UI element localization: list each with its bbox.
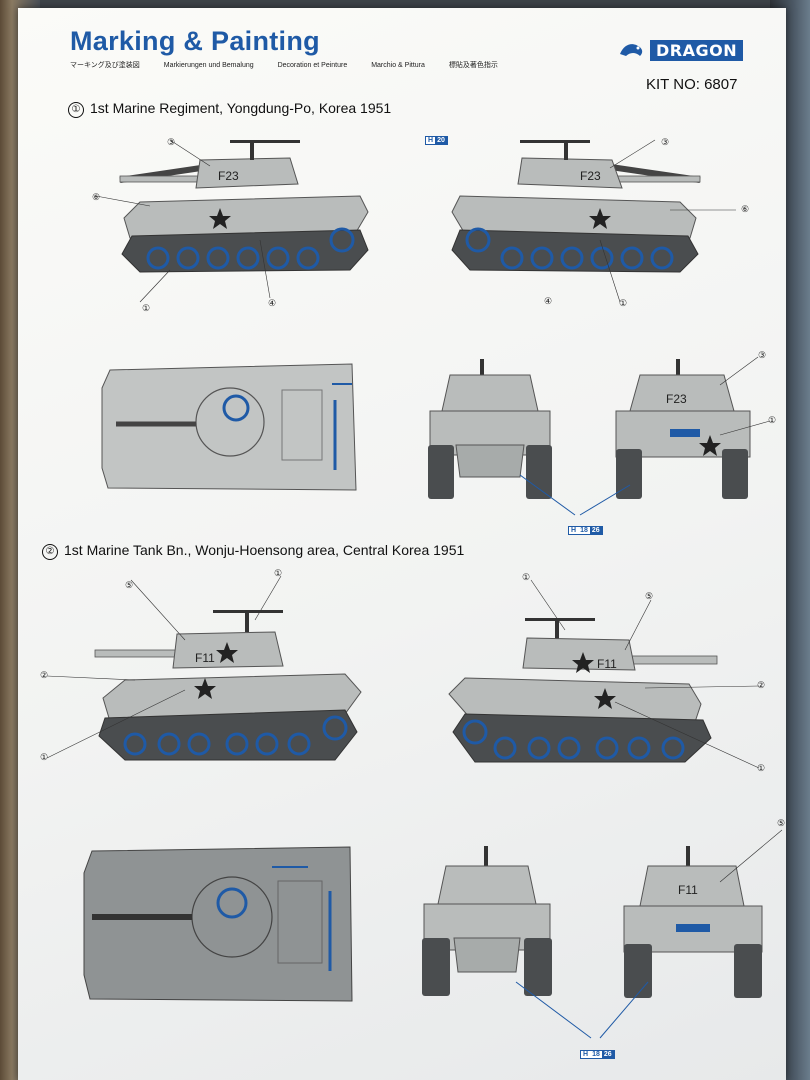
page-title: Marking & Painting <box>70 26 320 56</box>
paint-ref-small-prefix: H <box>426 137 436 144</box>
section-2-number: ② <box>42 544 58 560</box>
section-1-hull-code-rear: F23 <box>666 392 687 406</box>
section-1-top-view <box>101 363 357 491</box>
brand-name: DRAGON <box>650 39 744 61</box>
paint-ref-1-prefix: H <box>569 527 579 534</box>
subtitle-japanese: マーキング及び塗装図 <box>70 62 140 69</box>
paint-ref-small-number: 20 <box>435 137 447 144</box>
callout-4: ④ <box>268 298 277 308</box>
callout-2-right: ② <box>757 680 766 690</box>
language-subtitles: マーキング及び塗装図 Markierungen und Bemalung Dec… <box>70 60 520 70</box>
brand-logo: DRAGON <box>618 38 754 62</box>
callout-4-right: ④ <box>544 296 553 306</box>
paint-ref-small: H 20 <box>425 136 448 145</box>
section-2-text: 1st Marine Tank Bn., Wonju-Hoensong area… <box>64 542 465 558</box>
section-1-left-side-view: F23 <box>95 139 369 303</box>
callout-1-right: ① <box>619 298 628 308</box>
section-2-left-side-view: F11 <box>46 575 362 761</box>
section-1-hull-code-left: F23 <box>218 169 239 183</box>
section-1-text: 1st Marine Regiment, Yongdung-Po, Korea … <box>90 100 392 116</box>
section-2-title: ② 1st Marine Tank Bn., Wonju-Hoensong are… <box>42 542 464 560</box>
section-1-front-view <box>428 359 576 516</box>
section-1-title: ① 1st Marine Regiment, Yongdung-Po, Korea… <box>68 100 391 118</box>
section-1-hull-code-right: F23 <box>580 169 601 183</box>
paint-ref-2: H 18 26 <box>580 1050 615 1059</box>
kit-number: KIT NO: 6807 <box>646 76 738 93</box>
subtitle-italian: Marchio & Pittura <box>371 62 425 69</box>
subtitle-german: Markierungen und Bemalung <box>163 62 254 69</box>
callout-1-s2-right: ① <box>522 572 531 582</box>
callout-6-right: ⑥ <box>741 204 750 214</box>
paint-ref-2-suffix: 26 <box>601 1051 614 1058</box>
callout-1-s2-right-low: ① <box>757 763 766 773</box>
callout-5: ⑤ <box>125 580 134 590</box>
paint-ref-1: H 18 26 <box>568 526 603 535</box>
callout-3: ③ <box>167 137 176 147</box>
callout-3-right: ③ <box>661 137 670 147</box>
callout-1-rear: ① <box>768 415 777 425</box>
paint-ref-2-number: 18 <box>590 1051 602 1058</box>
section-2-hull-code-rear: F11 <box>678 883 698 897</box>
section-2-hull-code-left: F11 <box>195 651 215 665</box>
callout-5-right: ⑤ <box>645 591 654 601</box>
subtitle-french: Decoration et Peinture <box>277 62 348 69</box>
dragon-icon <box>620 44 643 56</box>
callout-1-s2-top: ① <box>274 568 283 578</box>
callout-3-rear: ③ <box>758 350 767 360</box>
callout-5-rear: ⑤ <box>777 818 786 828</box>
section-2-hull-code-right: F11 <box>597 657 617 671</box>
paint-ref-1-suffix: 26 <box>589 527 602 534</box>
callout-1-s2-low: ① <box>40 752 49 762</box>
section-2-rear-view: F11 <box>599 829 783 1039</box>
section-2-right-side-view: F11 <box>448 579 760 769</box>
section-2-front-view <box>422 846 592 1039</box>
subtitle-chinese: 標貼及著色指示 <box>448 62 498 69</box>
callout-1: ① <box>142 303 151 313</box>
section-2-top-view <box>83 846 353 1002</box>
paint-ref-1-number: 18 <box>578 527 590 534</box>
paint-ref-2-prefix: H <box>581 1051 591 1058</box>
section-1-number: ① <box>68 102 84 118</box>
callout-2: ② <box>40 670 49 680</box>
callout-6: ⑥ <box>92 192 101 202</box>
section-1-right-side-view: F23 <box>451 139 736 303</box>
section-1-rear-view: F23 <box>579 356 771 516</box>
